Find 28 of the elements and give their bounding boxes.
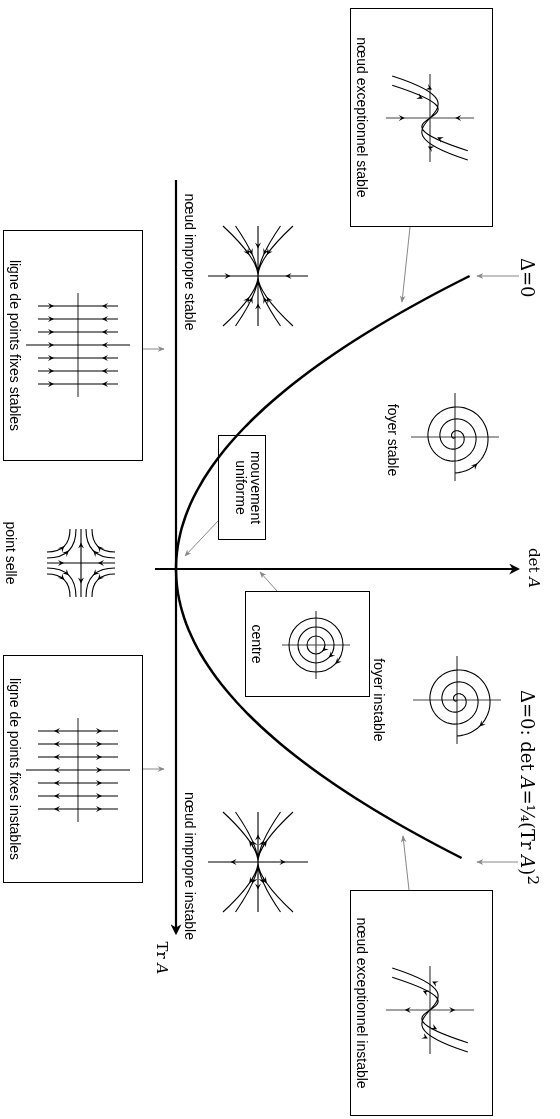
formula-text: Δ=0 [516, 258, 538, 298]
leader-line [476, 273, 520, 279]
leader-line [259, 571, 278, 592]
leader-line [142, 766, 165, 772]
box-caption: nœud exceptionnel instable [354, 917, 369, 1089]
box-caption: mouvement uniforme [233, 449, 263, 527]
portrait-box [3, 230, 143, 461]
leader-line [399, 226, 411, 303]
region-label: foyer stable [385, 403, 401, 477]
portrait-box [245, 591, 370, 697]
leader-line [184, 520, 219, 557]
portrait-box [218, 435, 266, 540]
axis-label: det A [526, 547, 542, 589]
box-caption: ligne de points fixes stables [7, 259, 22, 432]
region-label: nœud impropre instable [182, 792, 198, 940]
leader-line [142, 346, 165, 352]
region-label: point selle [3, 521, 19, 585]
leader-line [476, 859, 519, 865]
region-label: nœud impropre stable [182, 193, 198, 331]
leader-line [400, 835, 410, 891]
portrait-box [350, 8, 493, 227]
box-caption: nœud exceptionnel stable [354, 37, 369, 198]
box-caption: ligne de points fixes instables [7, 677, 22, 861]
box-caption: centre [249, 624, 264, 664]
portrait-box [350, 890, 493, 1116]
axis-label: Tr A [154, 941, 170, 975]
portrait-box [3, 655, 143, 883]
region-label: foyer instable [371, 658, 387, 742]
